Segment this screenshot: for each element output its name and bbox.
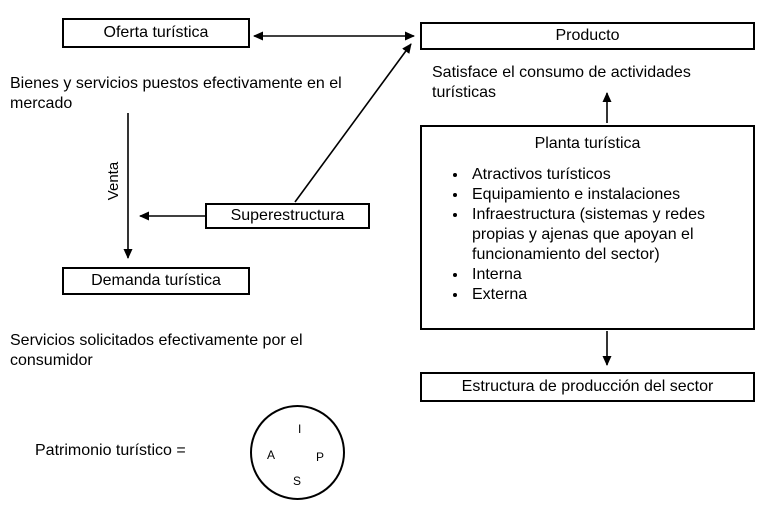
circle-letter-a: A	[267, 448, 276, 462]
superestructura-box: Superestructura	[205, 203, 370, 229]
oferta-turistica-box: Oferta turística	[62, 18, 250, 48]
producto-box: Producto	[420, 22, 755, 50]
circle-letter-s: S	[293, 474, 302, 488]
planta-bullet-item: Atractivos turísticos	[468, 165, 745, 185]
venta-label: Venta	[105, 161, 122, 201]
planta-bullet-list: Atractivos turísticos Equipamiento e ins…	[422, 165, 753, 305]
planta-turistica-title: Planta turística	[534, 135, 641, 152]
servicios-annotation: Servicios solicitados efectivamente por …	[10, 332, 303, 369]
patrimonio-circle: I A P S	[250, 405, 345, 500]
bienes-annotation: Bienes y servicios puestos efectivamente…	[10, 75, 342, 112]
estructura-produccion-box: Estructura de producción del sector	[420, 372, 755, 402]
planta-bullet-item: Equipamiento e instalaciones	[468, 185, 745, 205]
arrow-superestructura-producto	[294, 43, 412, 203]
oferta-turistica-label: Oferta turística	[103, 24, 209, 41]
producto-label: Producto	[555, 27, 620, 44]
planta-bullet-item: Infraestructura (sistemas y redes propia…	[468, 205, 745, 265]
patrimonio-annotation: Patrimonio turístico =	[35, 442, 186, 459]
circle-letter-i: I	[298, 422, 302, 436]
planta-bullet-item: Externa	[468, 285, 745, 305]
demanda-turistica-label: Demanda turística	[91, 272, 221, 289]
circle-letter-p: P	[316, 450, 325, 464]
estructura-produccion-label: Estructura de producción del sector	[461, 378, 714, 395]
superestructura-label: Superestructura	[230, 207, 345, 224]
planta-turistica-box: Planta turística Atractivos turísticos E…	[420, 125, 755, 330]
satisface-annotation: Satisface el consumo de actividades turí…	[432, 64, 691, 101]
demanda-turistica-box: Demanda turística	[62, 267, 250, 295]
planta-bullet-item: Interna	[468, 265, 745, 285]
